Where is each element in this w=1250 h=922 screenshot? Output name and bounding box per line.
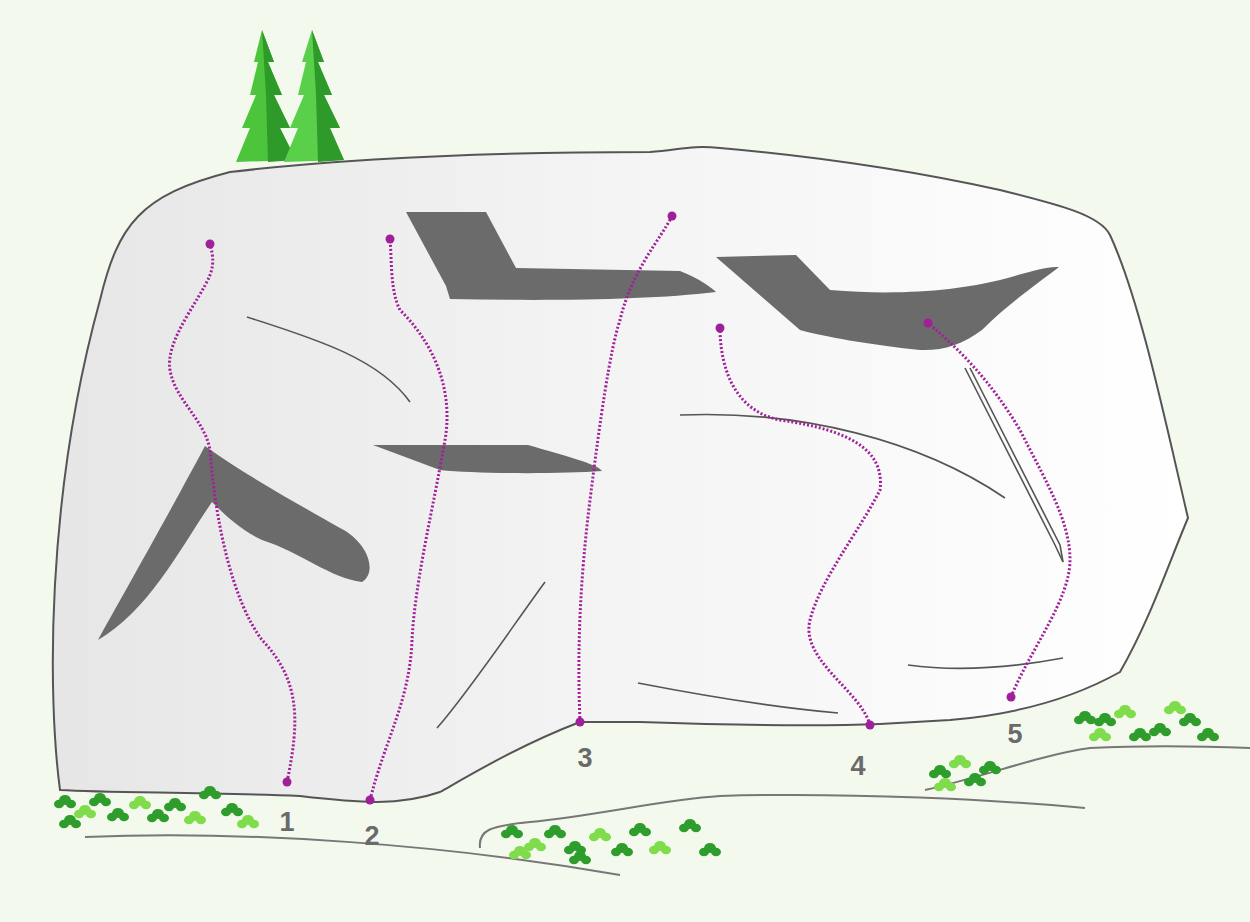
rock-face (53, 147, 1188, 802)
bush (544, 825, 566, 838)
callout-number: 1 (279, 809, 294, 836)
bush (979, 761, 1001, 774)
callout-number: 3 (577, 745, 592, 772)
bush (54, 795, 76, 808)
bush (184, 811, 206, 824)
bush (964, 773, 986, 786)
bush (949, 755, 971, 768)
bush (699, 843, 721, 856)
bush (509, 846, 531, 859)
bush (1094, 713, 1116, 726)
bush (147, 809, 169, 822)
bush (501, 825, 523, 838)
bush (89, 793, 111, 806)
bush (1074, 711, 1096, 724)
bushes (54, 701, 1219, 864)
callout-number: 5 (1007, 721, 1022, 748)
bush (1089, 728, 1111, 741)
cracks (247, 317, 1063, 728)
bush (59, 815, 81, 828)
bush (611, 843, 633, 856)
bush (1164, 701, 1186, 714)
bush (221, 803, 243, 816)
callout-number: 2 (364, 823, 379, 850)
bush (679, 819, 701, 832)
bush (1114, 705, 1136, 718)
bush (524, 838, 546, 851)
bush (199, 786, 221, 799)
callout-number: 4 (850, 753, 865, 780)
bush (629, 823, 651, 836)
bush (649, 841, 671, 854)
route-endpoints (206, 212, 1016, 805)
bush (569, 851, 591, 864)
overhangs (98, 212, 1059, 640)
trees (236, 30, 344, 162)
bush (589, 828, 611, 841)
bush (129, 796, 151, 809)
bush (107, 808, 129, 821)
bush (1197, 728, 1219, 741)
bush (74, 805, 96, 818)
climbing-routes (170, 216, 1070, 800)
bush (1149, 723, 1171, 736)
bush (1129, 728, 1151, 741)
bush (929, 765, 951, 778)
bush (237, 815, 259, 828)
bush (934, 778, 956, 791)
bush (164, 798, 186, 811)
bush (1179, 713, 1201, 726)
